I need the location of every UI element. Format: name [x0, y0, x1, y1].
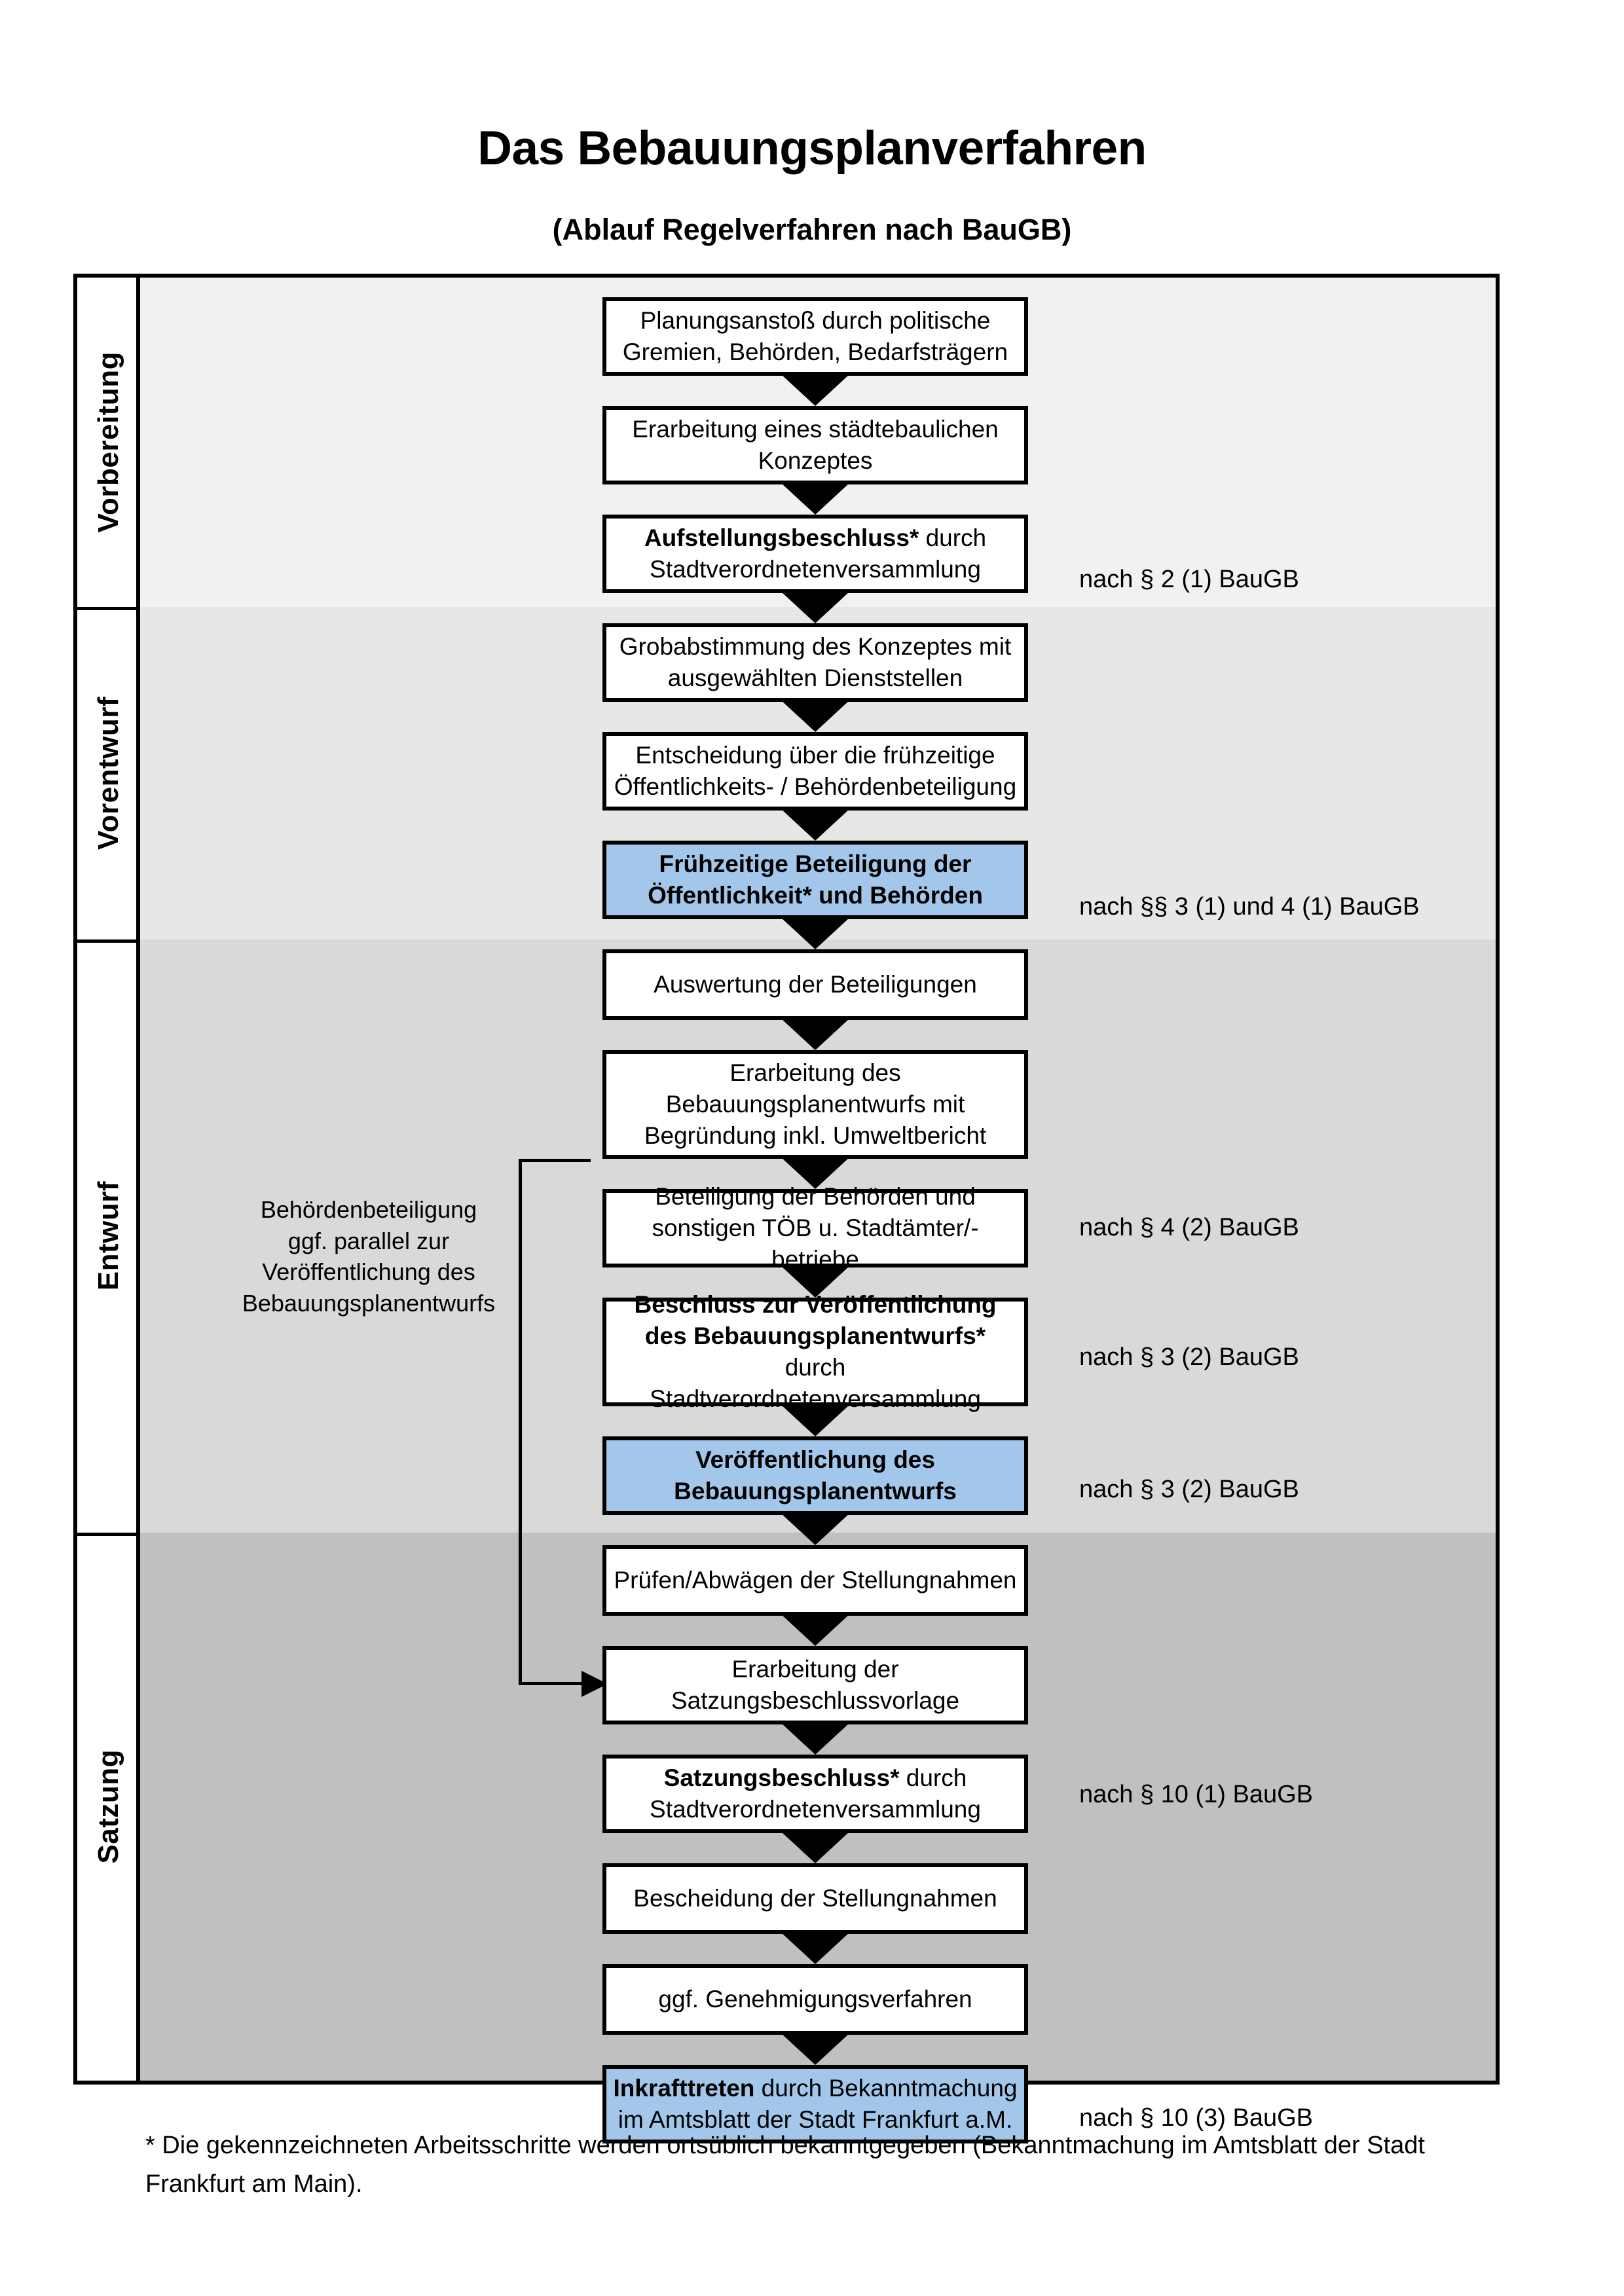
phase-label-column: Vorbereitung Vorentwurf Entwurf Satzung — [77, 278, 140, 2081]
step-auswertung[interactable]: Auswertung der Beteiligungen — [602, 949, 1028, 1020]
page-subtitle: (Ablauf Regelverfahren nach BauGB) — [552, 213, 1072, 246]
legal-ref-inkrafttreten: nach § 10 (3) BauGB — [1079, 2104, 1313, 2132]
annotation-behoerdenbeteiligung: Behördenbeteiligung ggf. parallel zur Ve… — [242, 1196, 496, 1317]
phase-label-entwurf: Entwurf — [92, 1181, 124, 1291]
step-fruehzeitige-beteiligung[interactable]: Frühzeitige Beteiligung der Öffentlichke… — [602, 841, 1028, 919]
bracket-vertical-segment — [519, 1159, 522, 1685]
legal-ref-aufstellungsbeschluss: nach § 2 (1) BauGB — [1079, 566, 1299, 593]
bracket-top-segment — [519, 1159, 591, 1162]
legal-ref-beschluss-veroeff: nach § 3 (2) BauGB — [1079, 1343, 1299, 1371]
step-planungsanstoss[interactable]: Planungsanstoß durch politische Gremien,… — [602, 297, 1028, 376]
phase-divider-3 — [77, 1533, 140, 1536]
step-beschluss-veroeffentlichung[interactable]: Beschluss zur Veröffentlichung des Bebau… — [602, 1291, 1028, 1412]
page-title: Das Bebauungsplanverfahren — [477, 122, 1147, 175]
step-erarbeitung-entwurf[interactable]: Erarbeitung des Bebauungsplanentwurfs mi… — [602, 1050, 1028, 1159]
legal-ref-veroeffentlichung: nach § 3 (2) BauGB — [1079, 1476, 1299, 1503]
step-satzungsbeschlussvorlage[interactable]: Erarbeitung der Satzungsbeschlussvorlage — [602, 1646, 1028, 1724]
bracket-bottom-segment — [519, 1682, 591, 1685]
step-genehmigungsverfahren[interactable]: ggf. Genehmigungsverfahren — [602, 1964, 1028, 2035]
step-satzungsbeschluss[interactable]: Satzungsbeschluss* durch Stadtverordnete… — [602, 1755, 1028, 1833]
step-bescheidung[interactable]: Bescheidung der Stellungnahmen — [602, 1863, 1028, 1934]
step-beteiligung-behoerden[interactable]: Beteiligung der Behörden und sonstigen T… — [602, 1183, 1028, 1273]
footnote: * Die gekennzeichneten Arbeitsschritte w… — [145, 2132, 1425, 2198]
flowchart-frame: Vorbereitung Vorentwurf Entwurf Satzung … — [73, 274, 1500, 2143]
step-entscheidung[interactable]: Entscheidung über die frühzeitige Öffent… — [602, 732, 1028, 811]
legal-ref-satzungsbeschluss: nach § 10 (1) BauGB — [1079, 1781, 1313, 1808]
phase-divider-2 — [77, 939, 140, 943]
step-pruefen-abwaegen[interactable]: Prüfen/Abwägen der Stellungnahmen — [602, 1545, 1028, 1616]
phase-label-vorbereitung: Vorbereitung — [92, 352, 124, 533]
step-aufstellungsbeschluss[interactable]: Aufstellungsbeschluss* durch Stadtverord… — [602, 515, 1028, 593]
legal-ref-beteiligung-behoerden: nach § 4 (2) BauGB — [1079, 1214, 1299, 1241]
step-inkrafttreten[interactable]: Inkrafttreten durch Bekanntmachung im Am… — [602, 2065, 1028, 2143]
phase-divider-1 — [77, 607, 140, 610]
phase-label-satzung: Satzung — [92, 1749, 124, 1864]
phase-label-vorentwurf: Vorentwurf — [92, 697, 124, 850]
step-veroeffentlichung[interactable]: Veröffentlichung des Bebauungsplanentwur… — [602, 1436, 1028, 1515]
step-grobabstimmung[interactable]: Grobabstimmung des Konzeptes mit ausgewä… — [602, 623, 1028, 702]
step-konzept[interactable]: Erarbeitung eines städtebaulichen Konzep… — [602, 406, 1028, 484]
legal-ref-fruehzeitige: nach §§ 3 (1) und 4 (1) BauGB — [1079, 893, 1420, 920]
